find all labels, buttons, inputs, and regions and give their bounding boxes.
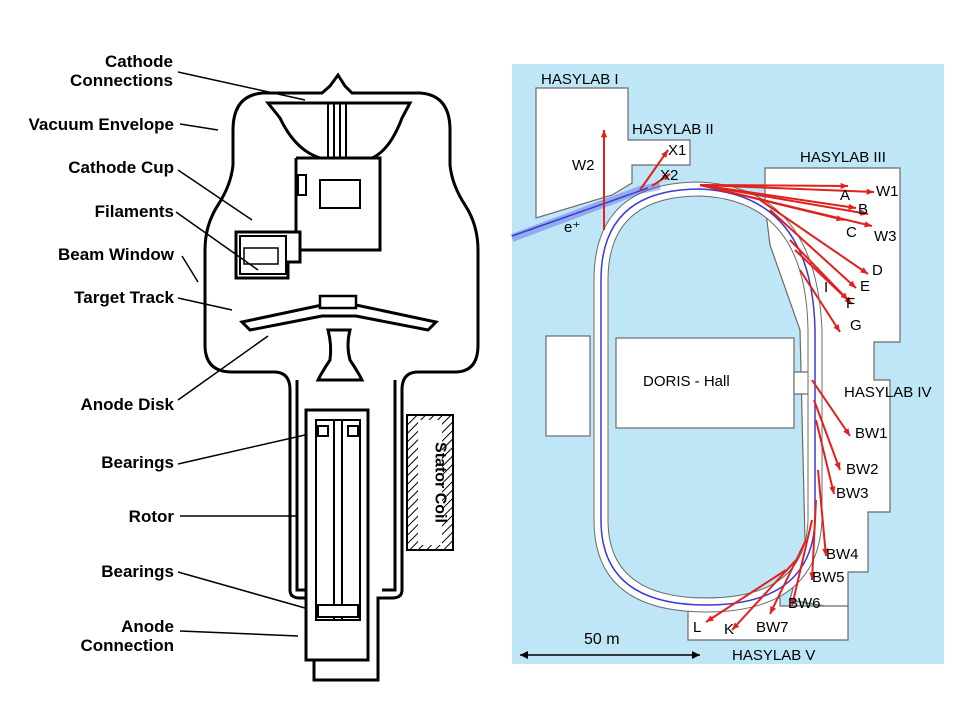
beamline-arrow xyxy=(811,379,851,437)
beamline-arrowhead xyxy=(860,267,868,274)
bearing xyxy=(317,425,329,437)
filament xyxy=(243,247,279,265)
beamline-arrowhead xyxy=(790,598,797,606)
hasylab3-label: HASYLAB III xyxy=(800,149,886,166)
beamline-arrowhead xyxy=(848,280,856,288)
cup-notch xyxy=(297,174,307,196)
beamline-bw4-label: BW4 xyxy=(826,546,859,563)
beamline-arrow xyxy=(799,269,841,333)
rotor-inner xyxy=(315,419,361,621)
beamline-x1-label: X1 xyxy=(668,142,687,159)
beamline-g-label: G xyxy=(850,317,862,334)
beamline-arrow xyxy=(699,184,875,193)
beamline-arrowhead xyxy=(833,324,840,332)
beamline-arrowhead xyxy=(600,130,608,138)
beamline-l-label: L xyxy=(693,619,702,636)
cathode-block xyxy=(319,179,361,209)
beamline-arrow xyxy=(699,184,869,215)
beamline-arrowhead xyxy=(770,606,777,614)
beamline-w1-label: W1 xyxy=(876,183,899,200)
rotor-label: Rotor xyxy=(128,507,174,526)
scale-label: 50 m xyxy=(584,631,620,648)
injection-beam xyxy=(511,187,649,237)
beamline-arrowhead xyxy=(662,174,670,181)
beamline-bw2-label: BW2 xyxy=(846,461,879,478)
beamline-bw1-label: BW1 xyxy=(855,425,888,442)
beamline-arrow xyxy=(813,399,841,471)
anode-stem xyxy=(315,328,365,382)
beamline-arrowhead xyxy=(848,203,856,211)
beamline-arrowhead xyxy=(732,622,740,630)
envelope-inner-wall-right xyxy=(382,380,397,592)
hasylab4-label: HASYLAB IV xyxy=(844,384,932,401)
bearings-top-label: Bearings xyxy=(101,453,174,472)
hasylab2-label: HASYLAB II xyxy=(632,121,714,138)
beamline-arrow xyxy=(699,184,873,227)
buildings xyxy=(535,87,901,641)
beamline-arrow xyxy=(769,539,807,615)
beamline-arrowhead xyxy=(843,428,850,436)
vacuum-envelope-label: Vacuum Envelope xyxy=(28,115,175,134)
hasylab1-label: HASYLAB I xyxy=(541,71,619,88)
cathode-cup-label: Cathode Cup xyxy=(68,158,174,177)
beamline-arrow xyxy=(811,499,817,581)
beamline-w3-label: W3 xyxy=(874,228,897,245)
beamline-arrows xyxy=(600,130,875,631)
cathode-connections-label: Cathode Connections xyxy=(70,52,173,90)
beam-window-label: Beam Window xyxy=(57,245,174,264)
anode-hub xyxy=(318,294,358,310)
anode-connection-label: Anode Connection xyxy=(80,617,175,655)
positron-label: e⁺ xyxy=(564,219,581,236)
beamline-arrowhead xyxy=(661,150,668,158)
bearing xyxy=(347,425,359,437)
beamline-arrowhead xyxy=(866,188,874,195)
beamline-arrow xyxy=(815,419,835,495)
bearing-bottom xyxy=(317,604,359,618)
target-track-label: Target Track xyxy=(74,288,174,307)
beamline-arrow xyxy=(639,149,669,191)
bearings-bottom-label: Bearings xyxy=(101,562,174,581)
beamline-e-label: E xyxy=(860,278,871,295)
beamline-arrowhead xyxy=(864,221,872,228)
beamline-d-label: D xyxy=(872,262,883,279)
storage-ring-tunnel xyxy=(593,181,823,613)
beamline-arrowhead xyxy=(822,548,829,556)
beamline-arrowhead xyxy=(860,209,868,216)
beamline-arrow xyxy=(705,569,787,623)
doris-hall-label: DORIS - Hall xyxy=(643,373,730,390)
beamline-bw7-label: BW7 xyxy=(756,619,789,636)
beamline-arrowhead xyxy=(809,572,816,580)
filaments-label: Filaments xyxy=(94,202,174,221)
beamline-c-label: C xyxy=(846,224,857,241)
beamline-bw5-label: BW5 xyxy=(812,569,845,586)
beamline-i-label: I xyxy=(824,279,829,296)
stator-coil-label-bg xyxy=(418,420,442,545)
beamline-arrowhead xyxy=(834,462,841,470)
beamline-arrowhead xyxy=(844,296,852,304)
beamline-arrowhead xyxy=(840,182,848,190)
anode-disk-label: Anode Disk xyxy=(80,395,174,414)
beamline-arrowhead xyxy=(706,615,714,622)
beamline-f-label: F xyxy=(846,295,856,312)
beamline-w2-label: W2 xyxy=(572,157,595,174)
beamline-arrow xyxy=(731,559,797,631)
beamline-bw3-label: BW3 xyxy=(836,485,869,502)
beamline-arrowhead xyxy=(829,486,836,494)
beamline-arrow xyxy=(817,469,827,557)
hasylab5-label: HASYLAB V xyxy=(732,647,816,664)
beamline-arrow xyxy=(759,199,869,275)
beamline-arrow xyxy=(769,209,857,289)
beamline-bw6-label: BW6 xyxy=(788,595,821,612)
beamline-k-label: K xyxy=(724,621,735,638)
beamline-b-label: B xyxy=(858,201,869,218)
beamline-arrow xyxy=(791,519,813,607)
leader-lines xyxy=(175,71,306,637)
beamline-a-label: A xyxy=(840,187,851,204)
beamline-x2-label: X2 xyxy=(660,167,679,184)
beamline-arrow xyxy=(794,249,853,305)
